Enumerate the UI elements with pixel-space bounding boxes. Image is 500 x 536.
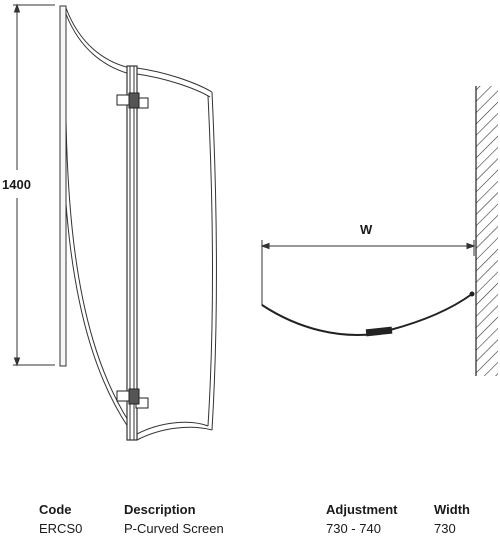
screen-elevation <box>59 5 217 441</box>
header-description: Description <box>124 502 196 517</box>
header-adjustment: Adjustment <box>326 502 398 517</box>
wall-section <box>475 86 498 376</box>
height-label: 1400 <box>2 177 31 192</box>
top-hinge <box>116 92 149 109</box>
width-label: W <box>360 222 373 237</box>
bottom-hinge <box>116 388 149 409</box>
header-width: Width <box>434 502 470 517</box>
cell-code: ERCS0 <box>39 521 83 536</box>
width-dimension <box>260 240 476 306</box>
cell-width: 730 <box>434 521 456 536</box>
cell-description: P-Curved Screen <box>124 521 224 536</box>
cell-adjustment: 730 - 740 <box>326 521 381 536</box>
spec-table: Code Description Adjustment Width ERCS0 … <box>0 496 500 536</box>
header-code: Code <box>39 502 72 517</box>
technical-drawing: 1400 W <box>2 3 498 441</box>
screen-plan-view <box>261 291 475 337</box>
height-dimension <box>13 3 55 367</box>
